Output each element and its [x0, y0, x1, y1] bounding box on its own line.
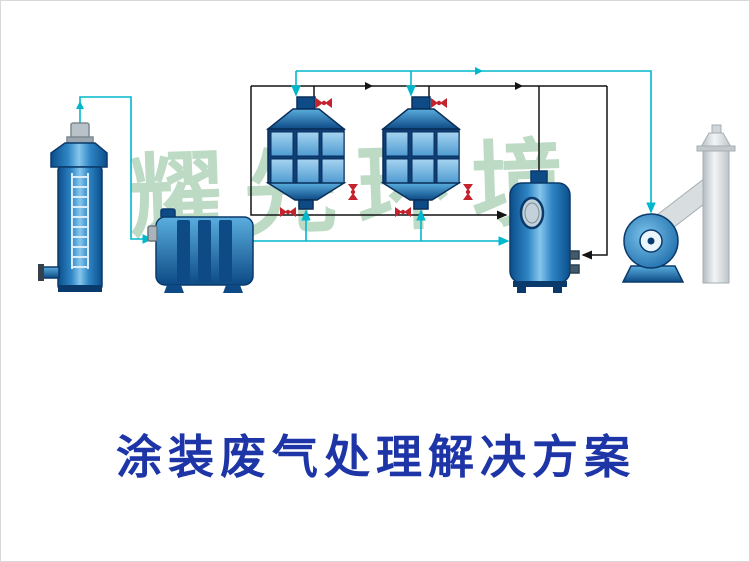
valve-icon: [463, 184, 473, 191]
valve-icon: [285, 209, 291, 215]
panel: [385, 158, 409, 184]
valve-icon: [400, 209, 406, 215]
adsorber-top-hood: [380, 108, 462, 130]
valve-icon: [404, 207, 411, 217]
adsorber-top-stub: [296, 96, 316, 110]
valve-icon: [289, 207, 296, 217]
tower-bottom-band: [58, 285, 102, 292]
panel: [411, 158, 435, 184]
valve-icon: [316, 98, 323, 108]
chimney-cap-brim: [696, 145, 736, 152]
panel: [270, 158, 294, 184]
tank-body: [509, 182, 571, 284]
adsorber-top-stub: [411, 96, 431, 110]
pipe-network-cyan: [76, 67, 656, 246]
catalytic-combustion-tank: [509, 170, 580, 293]
chimney-stack: [696, 124, 736, 284]
filter-inlet-nub: [147, 225, 158, 242]
panel: [270, 131, 294, 157]
valve-icons: [280, 98, 473, 217]
valve-icon: [348, 184, 358, 191]
arrow-cyan: [475, 67, 483, 75]
adsorber-unit-2: [380, 96, 462, 210]
page-title: 涂装废气处理解决方案: [116, 430, 636, 484]
valve-icon: [436, 100, 442, 106]
tower-drain-pipe: [42, 266, 60, 279]
adsorber-unit-1: [265, 96, 347, 210]
valve-icon: [348, 193, 358, 200]
filter-foot: [164, 285, 184, 293]
tower-top-collar: [66, 136, 94, 144]
adsorber-bottom-stub: [298, 199, 314, 210]
tank-bottom-band: [513, 281, 567, 287]
filter-band: [198, 220, 211, 282]
valve-icon: [280, 207, 287, 217]
panel: [436, 131, 460, 157]
tank-side-stub: [569, 264, 580, 274]
sight-window-inner: [524, 202, 540, 224]
pipe-cyan-top-header: [296, 70, 656, 214]
chimney-pipe: [702, 148, 730, 284]
arrow-black: [515, 82, 523, 90]
adsorber-bottom-hood: [380, 182, 462, 201]
filter-foot: [223, 285, 243, 293]
valve-icon: [463, 193, 473, 200]
panel: [296, 158, 320, 184]
chimney-cap-cone: [700, 132, 732, 148]
adsorber-top-hood: [265, 108, 347, 130]
prefilter-box: [147, 208, 254, 293]
arrow-cyan-up: [76, 101, 84, 109]
tank-foot: [553, 287, 562, 293]
valve-icon: [431, 98, 438, 108]
tower-ladder: [71, 173, 89, 269]
adsorber-bottom-hood: [265, 182, 347, 201]
valve-icon: [350, 189, 356, 195]
valve-icon: [321, 100, 327, 106]
tower-drain-cap: [38, 264, 44, 281]
tank-top-stub: [530, 170, 548, 184]
valve-icon: [395, 207, 402, 217]
valve-icon: [465, 189, 471, 195]
tank-side-stub: [569, 250, 580, 260]
filter-band: [219, 220, 232, 282]
valve-icon: [440, 98, 447, 108]
filter-band: [177, 220, 190, 282]
adsorber-bottom-stub: [413, 199, 429, 210]
exhaust-fan: [621, 213, 685, 283]
panel: [321, 131, 345, 157]
panel: [296, 131, 320, 157]
arrow-black: [365, 82, 373, 90]
panel: [321, 158, 345, 184]
sight-window-icon: [519, 196, 545, 230]
panel: [411, 131, 435, 157]
panel: [385, 131, 409, 157]
panel: [436, 158, 460, 184]
valve-icon: [325, 98, 332, 108]
tank-foot: [517, 287, 526, 293]
pipe-black-right-drop: [581, 86, 608, 260]
fan-hub: [647, 237, 655, 245]
spray-tower: [38, 122, 108, 292]
tower-cone: [50, 142, 108, 168]
